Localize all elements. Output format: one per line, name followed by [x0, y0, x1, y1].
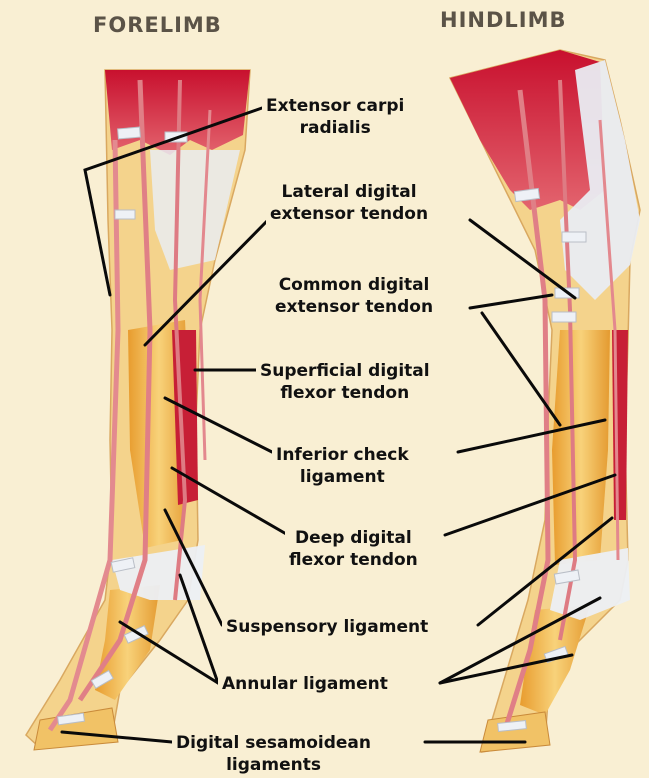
label-deep-digital-flexor-tendon: Deep digital flexor tendon: [285, 527, 422, 571]
label-lateral-digital-extensor-tendon: Lateral digital extensor tendon: [266, 181, 432, 225]
hindlimb-title: HINDLIMB: [440, 8, 567, 32]
label-digital-sesamoidean-ligaments: Digital sesamoidean ligaments: [172, 732, 375, 776]
hindlimb-hoof: [480, 712, 550, 752]
hindlimb-cannon-bone: [552, 330, 610, 565]
forelimb-title: FORELIMB: [93, 13, 222, 37]
label-extensor-carpi-radialis: Extensor carpi radialis: [262, 95, 408, 139]
label-annular-ligament: Annular ligament: [218, 673, 392, 695]
label-inferior-check-ligament: Inferior check ligament: [272, 444, 413, 488]
label-common-digital-extensor-tendon: Common digital extensor tendon: [271, 274, 437, 318]
label-superficial-digital-flexor-tendon: Superficial digital flexor tendon: [256, 360, 434, 404]
label-suspensory-ligament: Suspensory ligament: [222, 616, 432, 638]
forelimb-illustration: [26, 70, 250, 750]
